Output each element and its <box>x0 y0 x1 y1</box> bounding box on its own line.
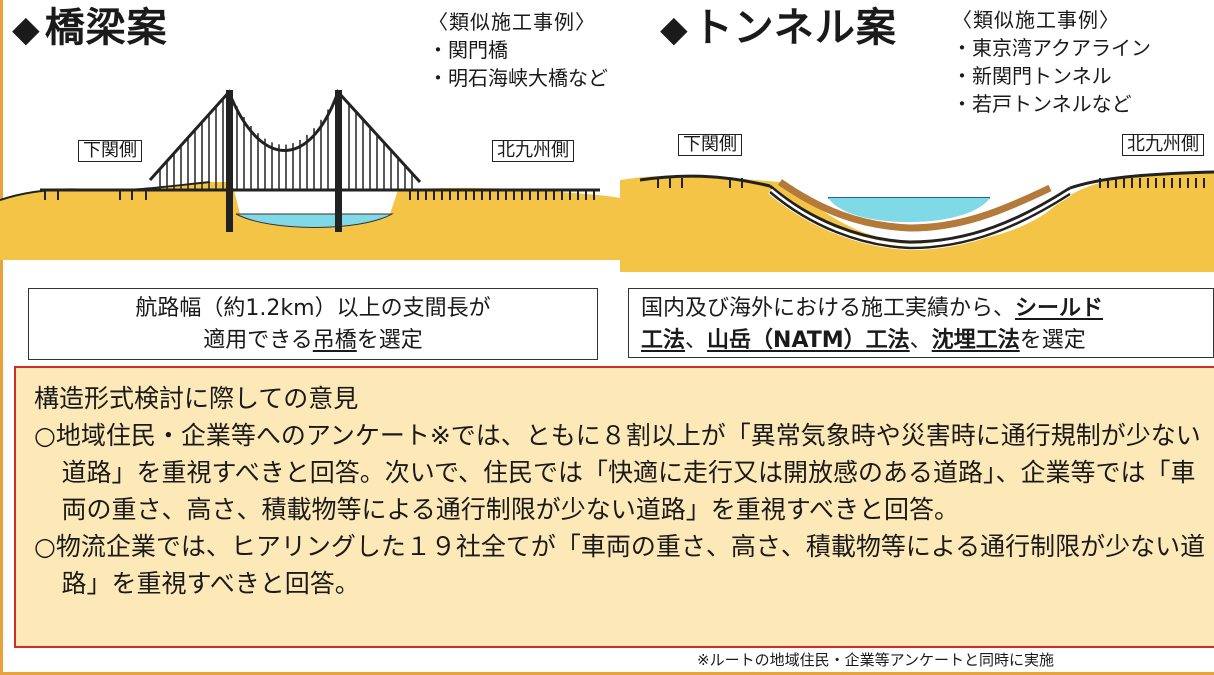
shimonoseki-side-label: 下関側 <box>678 134 742 156</box>
bridge-suspenders <box>159 98 413 190</box>
tunnel-examples: 〈類似施工事例〉 ・東京湾アクアライン ・新関門トンネル ・若戸トンネルなど <box>952 6 1151 118</box>
tunnel-example-item: ・若戸トンネルなど <box>952 92 1132 116</box>
bridge-examples: 〈類似施工事例〉 ・関門橋 ・明石海峡大橋など <box>428 8 608 92</box>
tunnel-ground <box>620 172 1214 272</box>
tunnel-example-item: ・新関門トンネル <box>952 64 1112 88</box>
tunnel-diagram <box>620 170 1214 272</box>
tunnel-caption-text: 国内及び海外における施工実績から、 <box>641 296 1016 321</box>
tunnel-caption-highlight: 沈埋工法 <box>931 328 1020 353</box>
bridge-water <box>235 213 394 228</box>
bridge-approach-piers <box>44 190 595 200</box>
bridge-tower-left <box>226 90 233 232</box>
bridge-seabed-arch <box>149 157 471 188</box>
bridge-option-title: ◆橋梁案 <box>12 8 168 48</box>
tunnel-caption-line1: 国内及び海外における施工実績から、シールド <box>641 293 1213 325</box>
tunnel-caption-highlight: シールド <box>1015 296 1104 321</box>
diamond-bullet-icon: ◆ <box>12 9 41 50</box>
kitakyushu-side-label: 北九州側 <box>492 140 574 162</box>
tunnel-caption-line2: 工法、山岳（NATM）工法、沈埋工法を選定 <box>641 325 1213 357</box>
tunnel-tube <box>769 184 1071 244</box>
bridge-example-item: ・関門橋 <box>428 38 508 62</box>
tunnel-example-item: ・東京湾アクアライン <box>952 36 1151 60</box>
tunnel-title-text: トンネル案 <box>692 5 897 51</box>
bridge-caption-highlight: 吊橋 <box>312 328 357 353</box>
opinion-paragraph-logistics: ○物流企業では、ヒアリングした１９社全てが「車両の重さ、高さ、積載物等による通行… <box>34 532 1206 598</box>
tunnel-caption-highlight: 工法 <box>641 328 686 353</box>
bridge-caption-box: 航路幅（約1.2km）以上の支間長が 適用できる吊橋を選定 <box>28 288 598 360</box>
tunnel-water <box>828 198 990 222</box>
frame-left-edge <box>0 0 3 675</box>
frame-bottom-edge <box>0 672 1214 675</box>
shimonoseki-side-label: 下関側 <box>78 140 142 162</box>
kitakyushu-side-label: 北九州側 <box>1122 134 1204 156</box>
tunnel-option-title: ◆トンネル案 <box>660 8 897 48</box>
tunnel-road-right <box>1069 170 1214 190</box>
tunnel-seabed-layer <box>777 179 1052 232</box>
tunnel-caption-box: 国内及び海外における施工実績から、シールド 工法、山岳（NATM）工法、沈埋工法… <box>628 288 1214 358</box>
diamond-bullet-icon: ◆ <box>660 9 689 50</box>
bridge-main-cable <box>148 89 422 184</box>
tunnel-road-left <box>639 174 771 188</box>
footnote: ※ルートの地域住民・企業等アンケートと同時に実施 <box>697 651 1054 669</box>
bridge-tower-right <box>335 90 342 232</box>
opinion-paragraph-residents: ○地域住民・企業等へのアンケート※では、ともに８割以上が「異常気象時や災害時に通… <box>34 421 1201 524</box>
bridge-caption-line2: 適用できる吊橋を選定 <box>29 325 597 357</box>
bridge-caption-text: 適用できる <box>203 328 313 353</box>
tunnel-tube-lower <box>769 191 1071 250</box>
bridge-example-item: ・明石海峡大橋など <box>428 66 608 90</box>
tunnel-caption-highlight: 山岳（NATM）工法 <box>707 328 910 353</box>
tunnel-caption-text: を選定 <box>1019 328 1086 353</box>
tunnel-caption-text: 、 <box>685 328 708 353</box>
tunnel-examples-heading: 〈類似施工事例〉 <box>952 8 1120 32</box>
bridge-examples-heading: 〈類似施工事例〉 <box>428 10 596 34</box>
bridge-caption-text: を選定 <box>356 328 423 353</box>
opinion-box: 構造形式検討に際しての意見 ○地域住民・企業等へのアンケート※では、ともに８割以… <box>14 366 1214 648</box>
suspension-bridge-diagram <box>0 89 620 260</box>
tunnel-approach-piers <box>657 178 1205 188</box>
bridge-caption-line1: 航路幅（約1.2km）以上の支間長が <box>135 296 491 321</box>
bridge-title-text: 橋梁案 <box>44 5 168 51</box>
opinion-heading: 構造形式検討に際しての意見 <box>34 384 359 413</box>
bridge-ground <box>0 182 620 260</box>
tunnel-caption-text: 、 <box>909 328 932 353</box>
